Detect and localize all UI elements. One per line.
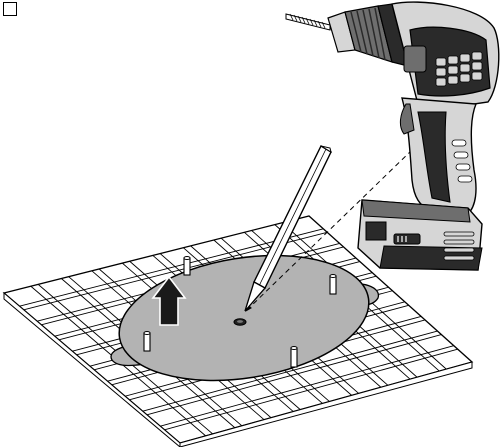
template-pin: [329, 274, 337, 295]
drill-bit: [285, 13, 331, 31]
template-pin: [183, 256, 191, 276]
step-number-box: [3, 2, 17, 16]
tile-grout-line: [160, 345, 454, 427]
tile-grout-line: [19, 228, 324, 307]
cordless-drill-icon: [285, 1, 500, 271]
pencil-icon: [244, 145, 332, 312]
drilling-template-icon: [110, 254, 379, 382]
alignment-dashed-line: [248, 149, 413, 309]
template-pin: [290, 346, 298, 368]
template-pin: [143, 331, 151, 352]
up-arrow-icon: [151, 275, 187, 326]
drill-vent: [435, 51, 483, 87]
tile-grout-line: [164, 348, 458, 431]
tile-grout-line: [142, 330, 438, 412]
tile-grout-line: [146, 334, 442, 416]
battery-pack: [357, 199, 483, 271]
